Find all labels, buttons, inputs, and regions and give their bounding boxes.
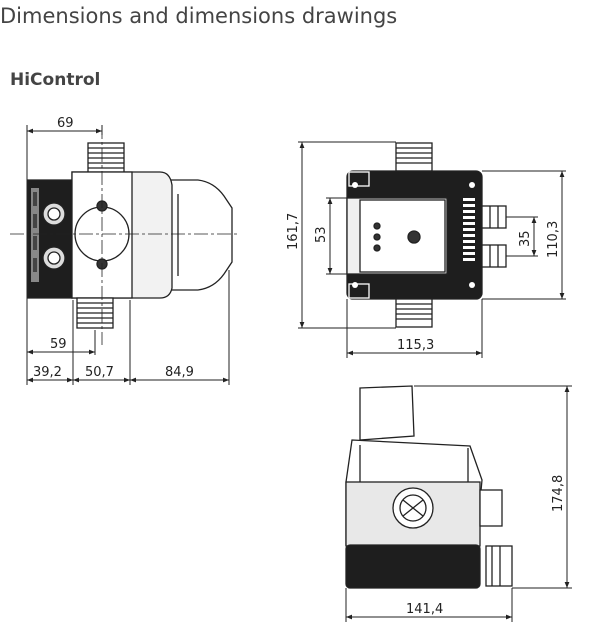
dim-side-height-total: 161,7: [286, 213, 301, 250]
dim-side-height-cable: 35: [518, 230, 533, 247]
dim-side-width-bottom: 115,3: [397, 338, 434, 353]
dim-bottom-height-total: 174,8: [551, 475, 566, 512]
side-top-thread: [395, 142, 433, 172]
dim-segment-left: 39,2: [33, 365, 62, 380]
side-dimensions: [298, 141, 566, 358]
bottom-body-lower: [345, 544, 481, 589]
front-dimensions: [26, 125, 230, 385]
side-gland-top: [481, 205, 507, 229]
dim-width-top: 69: [57, 116, 74, 131]
dim-segment-mid: 50,7: [85, 365, 114, 380]
dim-side-height-plate: 53: [314, 226, 329, 243]
front-view: [10, 125, 240, 345]
page-title: Dimensions and dimensions drawings: [0, 4, 398, 28]
front-outlet: [165, 179, 233, 291]
side-view: [346, 142, 507, 328]
dim-bottom-width-total: 141,4: [406, 602, 443, 617]
side-gland-bottom: [481, 244, 507, 268]
dim-offset-inlet: 59: [50, 337, 67, 352]
bottom-dimensions: [345, 385, 572, 622]
bottom-top-tab: [359, 385, 415, 441]
side-bottom-thread: [395, 298, 433, 328]
dim-side-height-right: 110,3: [546, 221, 561, 258]
front-top-thread: [87, 142, 125, 174]
dim-segment-right: 84,9: [165, 365, 194, 380]
bottom-view: [345, 385, 513, 589]
front-bottom-thread: [76, 297, 114, 329]
section-title: HiControl: [10, 70, 101, 90]
